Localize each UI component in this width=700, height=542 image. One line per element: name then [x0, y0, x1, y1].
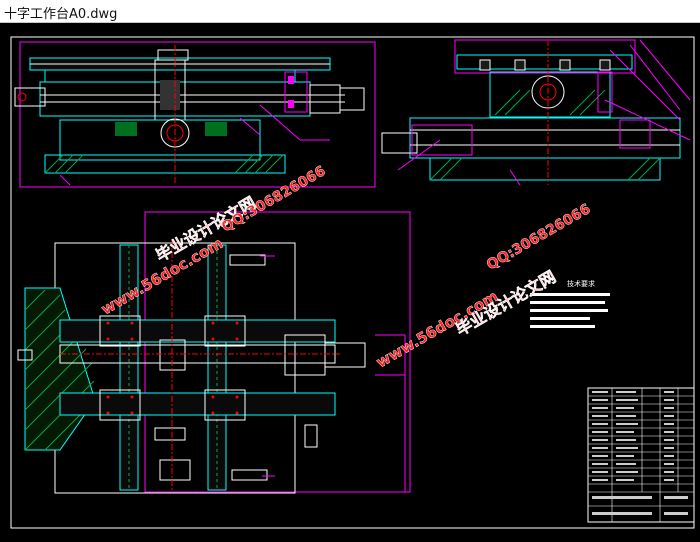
front-section-view — [14, 41, 376, 188]
watermark-qq: QQ:306826066 — [219, 163, 328, 235]
cad-drawing: 技术要求 — [10, 36, 695, 529]
drawing-border — [10, 36, 695, 529]
plan-view — [17, 211, 411, 494]
notes-heading: 技术要求 — [567, 279, 595, 288]
cad-drawing-canvas[interactable]: 技术要求 — [0, 23, 700, 538]
window-titlebar: 十字工作台A0.dwg — [0, 0, 700, 23]
window-title: 十字工作台A0.dwg — [4, 7, 118, 22]
watermark-qq: QQ:306826066 — [484, 201, 593, 273]
technical-notes: 技术要求 — [530, 279, 610, 328]
title-block — [587, 387, 695, 523]
side-section-view — [381, 39, 691, 186]
watermark-url: www.56doc.com — [373, 287, 501, 371]
